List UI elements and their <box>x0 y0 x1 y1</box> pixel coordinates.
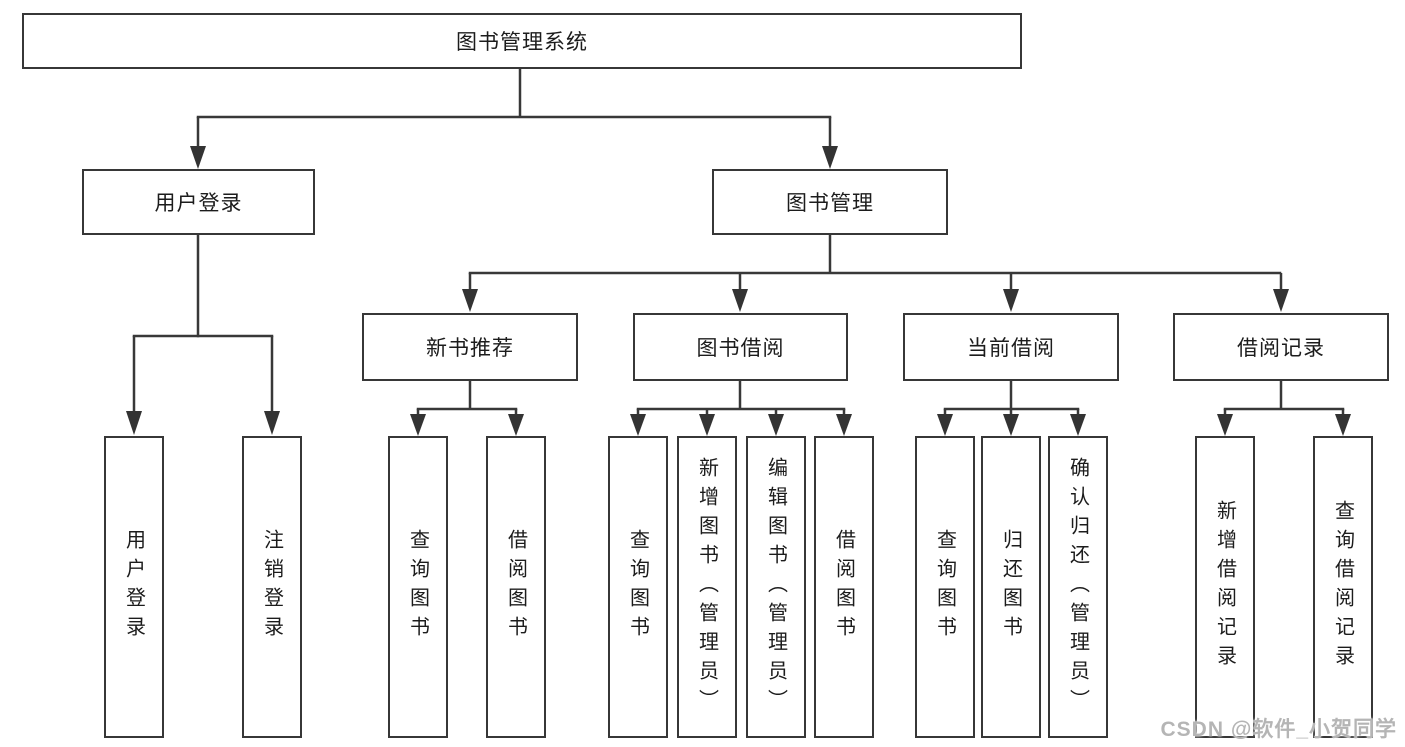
leaf-borrowing-add-book-admin: 新增图书（管理员） <box>677 436 737 738</box>
node-current-borrowing: 当前借阅 <box>903 313 1119 381</box>
leaf-current-confirm-return-admin: 确认归还（管理员） <box>1048 436 1108 738</box>
leaf-current-query-book-label: 查询图书 <box>933 529 956 645</box>
leaf-records-add-record: 新增借阅记录 <box>1195 436 1255 738</box>
leaf-borrowing-edit-book-admin-label: 编辑图书（管理员） <box>764 456 787 718</box>
leaf-current-confirm-return-admin-label: 确认归还（管理员） <box>1066 456 1089 718</box>
leaf-borrowing-query-book-label: 查询图书 <box>626 529 649 645</box>
leaf-recommend-query-book-label: 查询图书 <box>406 529 429 645</box>
node-borrowing-records: 借阅记录 <box>1173 313 1389 381</box>
leaf-logout: 注销登录 <box>242 436 302 738</box>
leaf-current-return-book-label: 归还图书 <box>999 529 1022 645</box>
leaf-user-login-label: 用户登录 <box>122 529 145 645</box>
node-root-label: 图书管理系统 <box>456 31 588 54</box>
node-new-book-recommend-label: 新书推荐 <box>426 337 514 360</box>
leaf-recommend-borrow-book-label: 借阅图书 <box>504 529 527 645</box>
leaf-records-query-record-label: 查询借阅记录 <box>1331 500 1354 674</box>
leaf-records-add-record-label: 新增借阅记录 <box>1213 500 1236 674</box>
leaf-borrowing-query-book: 查询图书 <box>608 436 668 738</box>
node-book-borrowing-label: 图书借阅 <box>696 337 785 360</box>
leaf-recommend-borrow-book: 借阅图书 <box>486 436 546 738</box>
leaf-records-query-record: 查询借阅记录 <box>1313 436 1373 738</box>
leaf-current-query-book: 查询图书 <box>915 436 975 738</box>
node-borrowing-records-label: 借阅记录 <box>1237 337 1325 360</box>
node-user-login: 用户登录 <box>82 169 315 235</box>
node-current-borrowing-label: 当前借阅 <box>967 337 1055 360</box>
leaf-user-login: 用户登录 <box>104 436 164 738</box>
leaf-recommend-query-book: 查询图书 <box>388 436 448 738</box>
arrowheads <box>126 146 1351 436</box>
leaf-borrowing-borrow-book-label: 借阅图书 <box>832 529 855 645</box>
node-new-book-recommend: 新书推荐 <box>362 313 578 381</box>
leaf-logout-label: 注销登录 <box>260 529 283 645</box>
node-user-login-label: 用户登录 <box>154 192 243 215</box>
leaf-borrowing-edit-book-admin: 编辑图书（管理员） <box>746 436 806 738</box>
leaf-current-return-book: 归还图书 <box>981 436 1041 738</box>
csdn-watermark: CSDN @软件_小贺同学 <box>1160 718 1397 741</box>
leaf-borrowing-add-book-admin-label: 新增图书（管理员） <box>695 456 718 718</box>
node-root: 图书管理系统 <box>22 13 1022 69</box>
node-book-management: 图书管理 <box>712 169 948 235</box>
node-book-borrowing: 图书借阅 <box>633 313 848 381</box>
leaf-borrowing-borrow-book: 借阅图书 <box>814 436 874 738</box>
node-book-management-label: 图书管理 <box>786 192 874 215</box>
